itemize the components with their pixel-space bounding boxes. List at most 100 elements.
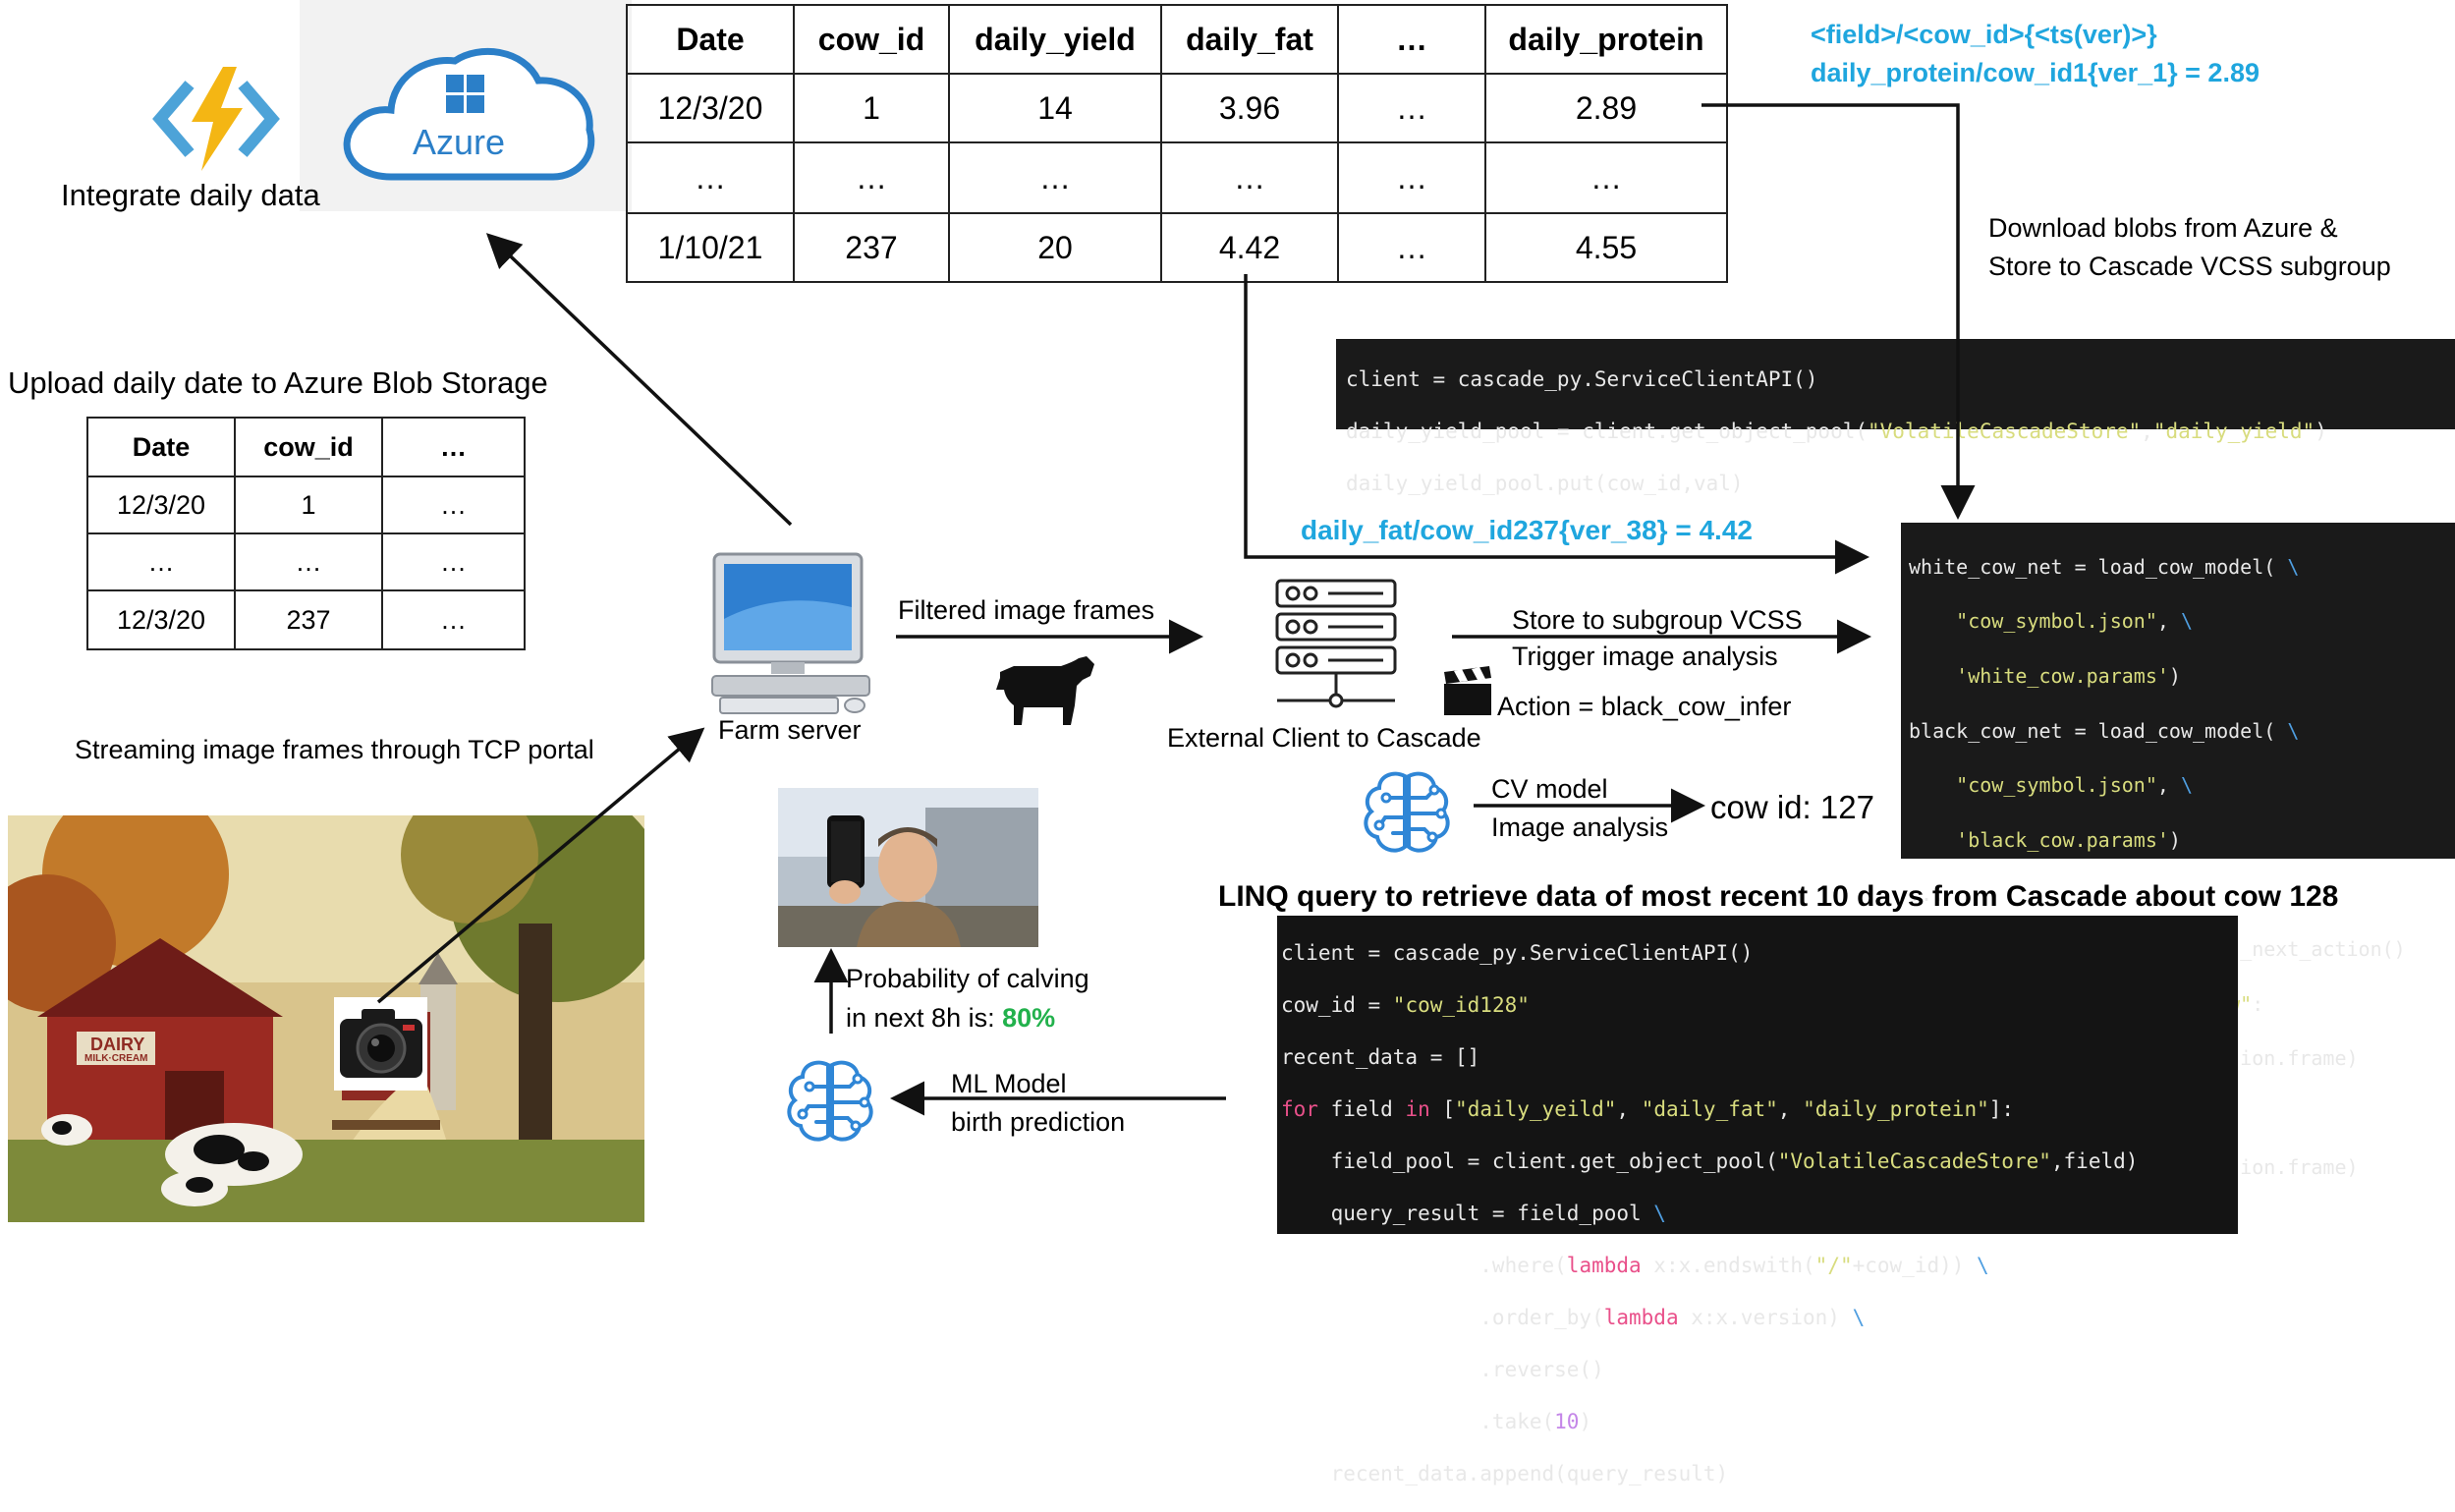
image-analysis-label: Image analysis xyxy=(1491,812,1669,842)
download-note-line1: Download blobs from Azure & xyxy=(1988,213,2338,243)
table-row: … … … xyxy=(86,532,526,591)
code-line: recent_data = [] xyxy=(1281,1045,1480,1069)
code-line: 'black_cow.params') xyxy=(1956,827,2181,852)
connector-overlay xyxy=(376,103,1976,1116)
lightning-icon xyxy=(152,67,280,171)
code-line: .reverse() xyxy=(1281,1358,1604,1381)
calving-percent: 80% xyxy=(1002,1003,1056,1033)
camera-icon xyxy=(334,997,427,1091)
azure-cloud-icon xyxy=(343,47,595,181)
computer-icon xyxy=(711,552,870,714)
ml-model-line2: birth prediction xyxy=(951,1107,1126,1137)
code-line: 'white_cow.params') xyxy=(1956,663,2181,688)
cv-model-label: CV model xyxy=(1491,774,1608,804)
download-note-line2: Store to Cascade VCSS subgroup xyxy=(1988,252,2391,281)
azure-label: Azure xyxy=(413,122,506,162)
table-header: cow_id xyxy=(234,417,383,477)
daily-data-table: Date cow_id daily_yield daily_fat … dail… xyxy=(626,4,1728,283)
arrow-fat-to-udl xyxy=(1244,274,1869,575)
filtered-frames-label: Filtered image frames xyxy=(898,595,1155,625)
table-row: 12/3/20 237 … xyxy=(86,589,526,650)
trigger-label: Trigger image analysis xyxy=(1512,642,1778,671)
code-line: ... xyxy=(1909,882,1945,907)
farm-painting xyxy=(8,815,644,1222)
table-cell: … xyxy=(1337,141,1486,214)
code-line: recent_data.append(query_result) xyxy=(1281,1462,1729,1485)
key-format-template: <field>/<cow_id>{<ts(ver)>} xyxy=(1811,20,2157,49)
action-label: Action = black_cow_infer xyxy=(1497,692,1792,721)
table-cell: … xyxy=(793,141,950,214)
brain-icon xyxy=(1364,771,1450,853)
code-line: .take(10) xyxy=(1281,1410,1592,1433)
table-row: … … … … … … xyxy=(626,141,1728,214)
arrow-protein-to-code xyxy=(1702,103,1976,520)
code-line: daily_yield_pool.put(cow_id,val) xyxy=(1346,472,1744,495)
code-line: .order_by(lambda x:x.version) \ xyxy=(1281,1306,1866,1329)
code-line: .where(lambda x:x.endswith("/"+cow_id)) … xyxy=(1281,1254,1989,1277)
dairy-sign-sub: MILK·CREAM xyxy=(84,1053,148,1064)
upload-table: Date cow_id … 12/3/20 1 … … … … 12/3/20 … xyxy=(86,417,526,650)
table-row: 12/3/20 1 … xyxy=(86,476,526,534)
code-line: "cow_symbol.json", \ xyxy=(1956,773,2194,798)
table-cell: … xyxy=(381,476,526,534)
table-cell: 1 xyxy=(793,73,950,143)
store-subgroup-label: Store to subgroup VCSS xyxy=(1512,605,1803,635)
arrow-camera-to-server xyxy=(376,727,705,1004)
table-cell: 4.42 xyxy=(1160,212,1339,283)
table-cell: … xyxy=(1337,212,1486,283)
brain-icon xyxy=(787,1060,873,1142)
table-cell: … xyxy=(234,532,383,591)
table-cell: 20 xyxy=(948,212,1162,283)
table-cell: 12/3/20 xyxy=(86,589,236,650)
external-client-label: External Client to Cascade xyxy=(1167,723,1481,753)
table-cell: 14 xyxy=(948,73,1162,143)
table-row: 1/10/21 237 20 4.42 … 4.55 xyxy=(626,212,1728,283)
code-line: client = cascade_py.ServiceClientAPI() xyxy=(1281,941,1754,965)
code-line: query_result = field_pool \ xyxy=(1281,1202,1666,1225)
ml-model-line1: ML Model xyxy=(951,1069,1067,1098)
code-line: cow_id = "cow_id128" xyxy=(1281,993,1530,1017)
table-header: daily_yield xyxy=(948,4,1162,75)
code-line: client = cascade_py.ServiceClientAPI() xyxy=(1346,367,1818,391)
fat-key-label: daily_fat/cow_id237{ver_38} = 4.42 xyxy=(1301,515,1753,545)
streaming-label: Streaming image frames through TCP porta… xyxy=(75,735,594,764)
table-header: Date xyxy=(86,417,236,477)
calving-line1: Probability of calving xyxy=(846,964,1089,993)
table-header-row: Date cow_id daily_yield daily_fat … dail… xyxy=(626,4,1728,75)
upload-title: Upload daily date to Azure Blob Storage xyxy=(8,365,548,400)
table-cell: … xyxy=(1484,141,1728,214)
dairy-sign: DAIRY xyxy=(90,1035,145,1054)
table-cell: … xyxy=(948,141,1162,214)
code-block-put: client = cascade_py.ServiceClientAPI() d… xyxy=(1336,339,2455,495)
table-cell: 12/3/20 xyxy=(86,476,236,534)
table-header: daily_fat xyxy=(1160,4,1339,75)
table-cell: 1 xyxy=(234,476,383,534)
table-cell: … xyxy=(381,589,526,650)
table-cell: … xyxy=(86,532,236,591)
arrow-server-to-azure xyxy=(485,233,793,527)
table-cell: … xyxy=(626,141,795,214)
table-cell: 237 xyxy=(234,589,383,650)
code-line: "cow_symbol.json", \ xyxy=(1956,609,2194,634)
linq-title: LINQ query to retrieve data of most rece… xyxy=(1218,880,2339,913)
code-line: field_pool = client.get_object_pool("Vol… xyxy=(1281,1149,2139,1173)
table-cell: 4.55 xyxy=(1484,212,1728,283)
cow-icon xyxy=(996,656,1094,725)
table-cell: 1/10/21 xyxy=(626,212,795,283)
integrate-caption: Integrate daily data xyxy=(61,178,320,212)
table-cell: 3.96 xyxy=(1160,73,1339,143)
table-cell: 237 xyxy=(793,212,950,283)
code-line: daily_yield_pool = client.get_object_poo… xyxy=(1346,420,2327,443)
table-cell: 12/3/20 xyxy=(626,73,795,143)
table-header: daily_protein xyxy=(1484,4,1728,75)
table-header: … xyxy=(381,417,526,477)
table-row: 12/3/20 1 14 3.96 … 2.89 xyxy=(626,73,1728,143)
code-line: white_cow_net = load_cow_model( \ xyxy=(1909,554,2300,579)
table-header: … xyxy=(1337,4,1486,75)
table-cell: … xyxy=(1160,141,1339,214)
table-cell: 2.89 xyxy=(1484,73,1728,143)
table-header: cow_id xyxy=(793,4,950,75)
cow-id-result: cow id: 127 xyxy=(1710,789,1874,825)
calving-line2: in next 8h is: 80% xyxy=(846,1003,1056,1033)
table-header-row: Date cow_id … xyxy=(86,417,526,477)
